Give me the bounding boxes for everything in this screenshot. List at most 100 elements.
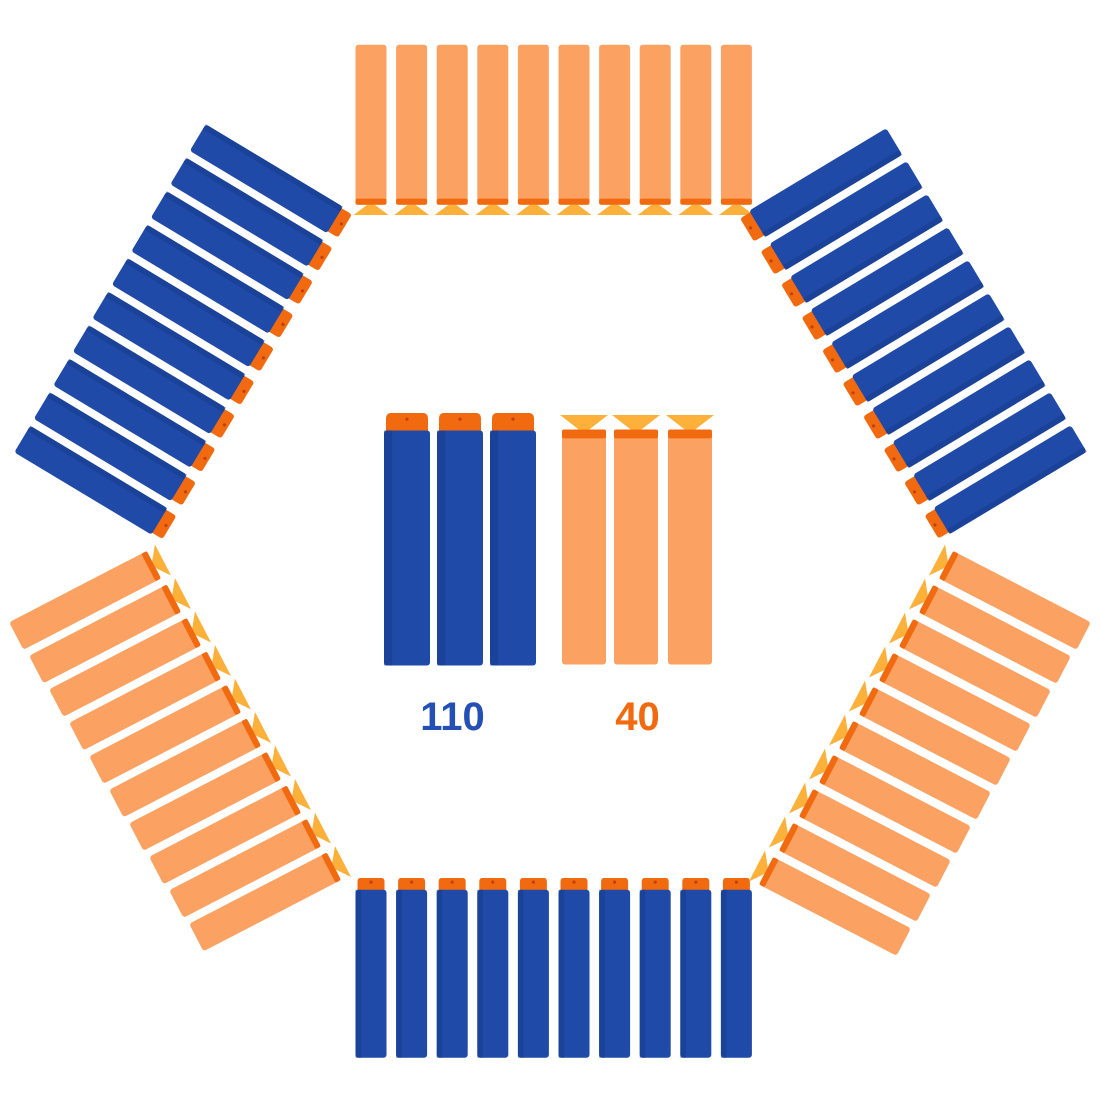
dart-body xyxy=(112,259,264,367)
dart-body xyxy=(599,44,631,205)
suction-dart-orange-icon xyxy=(394,44,430,215)
dart-body xyxy=(90,685,241,783)
dart-body xyxy=(720,889,752,1058)
body-shade xyxy=(680,889,686,1058)
tip-hole xyxy=(748,226,753,230)
suction-dart-orange-icon xyxy=(130,745,292,850)
body-shade xyxy=(66,358,207,446)
tip-hole xyxy=(892,457,896,461)
dart-tip xyxy=(306,240,332,270)
body-shade xyxy=(864,315,1005,403)
suction-dart-orange-icon xyxy=(597,44,633,215)
body-shade xyxy=(436,889,443,1058)
blue-dart-count: 110 xyxy=(420,695,485,739)
dart-body xyxy=(396,44,428,205)
body-shade xyxy=(355,889,362,1058)
dart-tip xyxy=(398,878,426,892)
dart-body xyxy=(811,228,963,336)
suction-cup xyxy=(888,612,908,644)
body-shade xyxy=(720,889,727,1058)
dart-collar xyxy=(879,653,899,683)
dart-tip xyxy=(864,409,889,439)
dart-body xyxy=(839,721,990,819)
suction-cup xyxy=(597,204,633,215)
body-shade xyxy=(946,447,1087,535)
dart-collar xyxy=(720,198,752,205)
dart-collar xyxy=(668,429,712,439)
dart-tip xyxy=(479,878,507,892)
dart-body xyxy=(720,44,752,205)
tip-hole xyxy=(450,880,454,884)
dart-body xyxy=(759,857,910,955)
dart-collar xyxy=(614,429,658,439)
suction-dart-orange-icon xyxy=(637,44,673,215)
suction-cup xyxy=(848,680,868,712)
suction-dart-orange-icon xyxy=(908,578,1070,683)
body-shade xyxy=(85,325,226,413)
dart-body xyxy=(899,619,1050,717)
dart-collar xyxy=(355,198,387,205)
foam-dart-blue-icon xyxy=(54,358,215,471)
body-shade xyxy=(384,430,393,666)
body-shade xyxy=(183,157,324,245)
suction-cup xyxy=(556,204,592,215)
foam-dart-blue-icon xyxy=(720,878,752,1058)
dart-body xyxy=(73,326,225,434)
tip-hole xyxy=(653,880,657,884)
suction-cup xyxy=(152,544,172,576)
foam-dart-blue-icon xyxy=(112,258,273,371)
tip-hole xyxy=(912,490,917,494)
foam-dart-blue-icon xyxy=(802,228,964,340)
dart-body xyxy=(151,192,303,300)
dart-body xyxy=(799,789,950,887)
dart-body xyxy=(70,652,221,750)
foam-dart-blue-icon xyxy=(15,425,176,538)
suction-dart-orange-icon xyxy=(718,44,754,215)
dart-body xyxy=(791,195,943,303)
dart-collar xyxy=(899,619,919,649)
suction-cup xyxy=(678,204,714,215)
tip-hole xyxy=(405,417,409,421)
tip-hole xyxy=(339,222,344,226)
dart-body xyxy=(517,44,549,205)
foam-dart-blue-icon xyxy=(477,878,509,1058)
dart-tip xyxy=(386,413,428,433)
suction-cup xyxy=(192,611,212,643)
suction-dart-orange-icon xyxy=(190,845,352,951)
dart-collar xyxy=(599,198,631,205)
dart-tip xyxy=(905,475,930,505)
dart-tip xyxy=(741,211,766,241)
suction-dart-orange-icon xyxy=(888,612,1050,717)
dart-body xyxy=(558,889,590,1058)
suction-dart-orange-icon xyxy=(110,711,272,817)
foam-dart-blue-icon xyxy=(599,878,631,1058)
dart-collar xyxy=(639,198,671,205)
dart-tip xyxy=(761,244,787,274)
foam-dart-blue-icon xyxy=(741,129,903,241)
suction-cup xyxy=(928,544,948,576)
tip-hole xyxy=(613,880,617,884)
suction-cup xyxy=(332,845,352,878)
dart-collar xyxy=(221,685,241,715)
body-shade xyxy=(490,430,499,666)
suction-cup xyxy=(475,204,511,215)
dart-collar xyxy=(939,551,959,581)
foam-dart-blue-icon xyxy=(558,878,590,1058)
dart-collar xyxy=(859,687,879,717)
suction-cup xyxy=(434,204,470,215)
dart-body xyxy=(779,823,930,921)
foam-dart-blue-icon xyxy=(132,224,293,337)
foam-dart-blue-icon xyxy=(34,392,195,505)
foam-dart-blue-icon xyxy=(639,878,671,1058)
body-shade xyxy=(27,425,168,513)
dart-tip xyxy=(492,413,534,433)
dart-body xyxy=(750,129,902,237)
dart-body xyxy=(190,853,341,951)
suction-cup xyxy=(252,711,272,744)
dart-tip xyxy=(287,274,312,304)
suction-dart-orange-icon xyxy=(612,415,660,665)
foam-dart-blue-icon xyxy=(190,124,351,237)
suction-cup xyxy=(637,204,673,215)
foam-dart-blue-icon xyxy=(384,413,430,666)
